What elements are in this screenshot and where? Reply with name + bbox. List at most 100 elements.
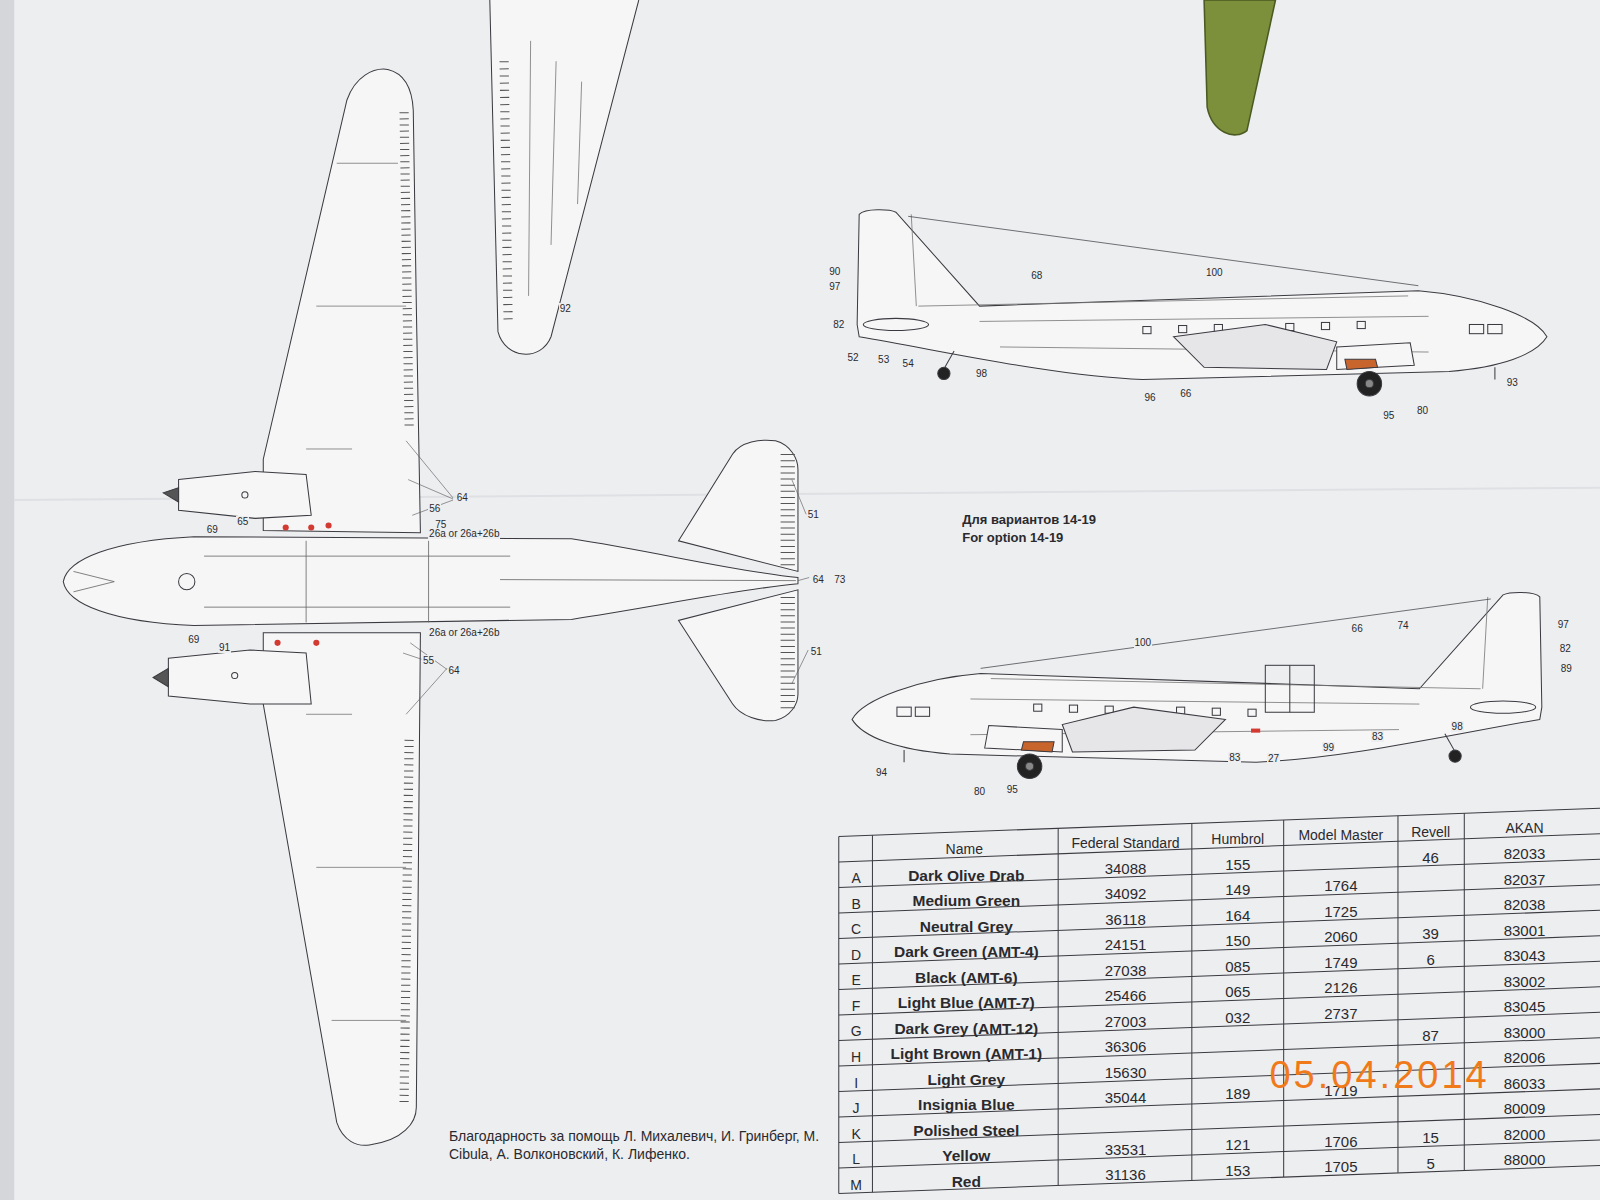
table-header: Model Master — [1298, 828, 1383, 843]
table-cell: Black (AMT-6) — [915, 969, 1018, 986]
table-cell: Light Brown (AMT-1) — [891, 1045, 1043, 1062]
table-cell: 15 — [1422, 1130, 1439, 1147]
paper-edge — [0, 0, 14, 1200]
callout-number: 96 — [1143, 392, 1156, 403]
table-cell: 065 — [1225, 984, 1250, 1001]
table-cell: 36306 — [1105, 1039, 1147, 1056]
table-cell: C — [851, 922, 861, 937]
table-cell: 032 — [1225, 1010, 1250, 1027]
table-cell: 150 — [1225, 933, 1250, 950]
table-cell: 34088 — [1105, 861, 1147, 878]
table-cell: D — [851, 948, 861, 963]
callout-number: 100 — [1205, 267, 1224, 278]
credits-note: Благодарность за помощь Л. Михалевич, И.… — [449, 1127, 821, 1163]
callout-number: 100 — [1134, 637, 1153, 648]
table-cell: 87 — [1422, 1028, 1439, 1045]
callout-number: 82 — [832, 319, 845, 330]
table-cell: 82000 — [1504, 1127, 1546, 1144]
table-cell: J — [853, 1101, 860, 1116]
table-cell: Red — [952, 1173, 981, 1190]
table-cell: 33531 — [1105, 1142, 1147, 1159]
cargo-door — [1265, 665, 1314, 712]
table-cell: G — [851, 1024, 862, 1039]
table-cell: 80009 — [1504, 1101, 1546, 1118]
table-cell: K — [851, 1127, 860, 1142]
table-cell: 31136 — [1105, 1167, 1146, 1184]
colour-table-grid — [839, 808, 1600, 1193]
callout-number: 98 — [1451, 721, 1464, 732]
callout-number: 97 — [1557, 619, 1570, 630]
table-cell: 085 — [1225, 959, 1250, 976]
table-cell: 27003 — [1105, 1014, 1147, 1031]
side-view — [852, 592, 1542, 778]
callout-number: 94 — [875, 767, 888, 778]
table-cell: 1706 — [1324, 1134, 1357, 1151]
table-cell: 2126 — [1324, 980, 1357, 997]
callout-number: 82 — [1559, 643, 1572, 654]
callout-number: 92 — [559, 303, 572, 314]
table-cell: F — [852, 999, 861, 1014]
table-header: Revell — [1411, 825, 1450, 840]
callout-number: 53 — [877, 354, 890, 365]
table-cell: Dark Olive Drab — [908, 867, 1024, 884]
top-view — [63, 69, 798, 1145]
table-cell: 1725 — [1324, 904, 1357, 921]
table-cell: Neutral Grey — [920, 918, 1013, 935]
table-cell: 2060 — [1324, 929, 1357, 946]
table-cell: 82037 — [1504, 872, 1546, 889]
table-cell: 83002 — [1504, 974, 1546, 991]
table-cell: Dark Green (AMT-4) — [894, 943, 1039, 960]
table-cell: 88000 — [1504, 1152, 1546, 1169]
table-cell: Polished Steel — [913, 1122, 1019, 1139]
table-cell: 83001 — [1504, 923, 1546, 940]
table-cell: 121 — [1225, 1137, 1250, 1154]
callout-number: 26a or 26a+26b — [428, 528, 500, 539]
table-cell: 36118 — [1105, 912, 1146, 929]
callout-number: 64 — [812, 574, 825, 585]
table-cell: 83043 — [1504, 948, 1546, 965]
callout-number: 93 — [1506, 377, 1519, 388]
table-cell: 1705 — [1324, 1159, 1357, 1176]
callout-number: 26a or 26a+26b — [428, 627, 500, 638]
callout-number: 95 — [1382, 410, 1395, 421]
callout-number: 55 — [422, 655, 435, 666]
table-cell: 83000 — [1504, 1025, 1546, 1042]
callout-number: 69 — [206, 524, 219, 535]
table-cell: Yellow — [942, 1147, 990, 1164]
table-cell: 27038 — [1105, 963, 1147, 980]
table-cell: 25466 — [1105, 988, 1147, 1005]
table-cell: 35044 — [1105, 1090, 1147, 1107]
callout-number: 95 — [1006, 784, 1019, 795]
callout-number: 90 — [828, 266, 841, 277]
callout-number: 54 — [902, 358, 915, 369]
callout-number: 97 — [828, 281, 841, 292]
table-cell: 34092 — [1105, 886, 1147, 903]
callout-number: 80 — [1416, 405, 1429, 416]
table-cell: E — [851, 973, 860, 988]
callout-number: 91 — [218, 642, 231, 653]
callout-number: 73 — [833, 574, 846, 585]
side-view — [857, 210, 1547, 396]
callout-number: 80 — [973, 786, 986, 797]
callout-number: 56 — [428, 503, 441, 514]
callout-number: 89 — [1560, 663, 1573, 674]
callout-number: 98 — [975, 368, 988, 379]
callout-number: 74 — [1396, 620, 1409, 631]
table-cell: Medium Green — [912, 892, 1020, 909]
table-cell: B — [851, 897, 860, 912]
callout-number: 51 — [807, 509, 820, 520]
table-cell: 15630 — [1105, 1065, 1147, 1082]
callout-number: 66 — [1179, 388, 1192, 399]
callout-number: 27 — [1267, 753, 1280, 764]
option-note: Для вариантов 14-19 — [962, 513, 1096, 527]
table-cell: 82033 — [1504, 846, 1546, 863]
callout-number: 66 — [1351, 623, 1364, 634]
painted-wing-tip — [1204, 0, 1275, 135]
table-cell: 149 — [1225, 882, 1250, 899]
red-mark — [1251, 729, 1260, 733]
table-cell: 83045 — [1504, 999, 1546, 1016]
table-cell: Insignia Blue — [918, 1096, 1014, 1113]
